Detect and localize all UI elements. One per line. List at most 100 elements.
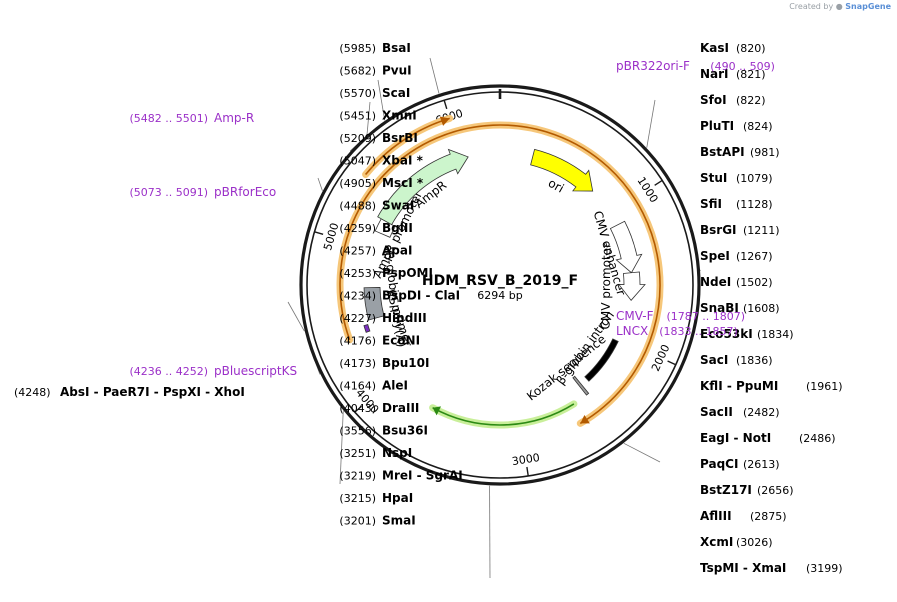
primer-range: (4236 .. 4252): [129, 365, 208, 378]
cut-site-label: (4227)HindIII: [339, 311, 426, 325]
cut-site-position: (4253): [339, 267, 376, 280]
cut-site-position: (4173): [339, 357, 376, 370]
cut-site-label: SacII(2482): [700, 405, 780, 419]
cut-site-position: (820): [736, 42, 766, 55]
cut-site-position: (1267): [736, 250, 773, 263]
cut-site-label: XcmI(3026): [700, 535, 773, 549]
cut-site-label: SacI (1836): [700, 353, 773, 367]
cut-site-label: (3201)SmaI: [339, 514, 415, 528]
primer-range: (490 .. 509): [710, 60, 775, 73]
plasmid-name: HDM_RSV_B_2019_F: [422, 273, 578, 289]
cut-site-position: (3556): [339, 425, 376, 438]
cut-site-label: NarI(821): [700, 67, 766, 81]
cut-site-label: (3251)NspI: [339, 446, 412, 460]
cut-site-label: (4043)DraIII: [339, 401, 419, 415]
cut-site-label: (5451)XmnI: [339, 109, 416, 123]
primer-name: pBRforEco: [214, 185, 276, 199]
cut-site-label: (5209)BsrBI: [339, 131, 417, 145]
cut-site-position: (1128): [736, 198, 773, 211]
cut-site-position: (4905): [339, 177, 376, 190]
cut-site-name: MscI *: [382, 176, 424, 190]
orf-line: [432, 403, 575, 426]
cut-site-position: (981): [750, 146, 780, 159]
plasmid-size: 6294 bp: [477, 289, 522, 302]
cut-site-name: HindIII: [382, 311, 427, 325]
cut-site-label: (4164)AleI: [339, 379, 408, 393]
primer-range: (5073 .. 5091): [129, 186, 208, 199]
primer-label: CMV-F(1787 .. 1807): [616, 309, 745, 323]
cut-site-position: (2482): [743, 406, 780, 419]
cut-site-name: BglII: [382, 221, 413, 235]
cut-site-name: TspMI - XmaI: [700, 561, 786, 575]
cut-site-position: (824): [743, 120, 773, 133]
cut-site-label: (4234)BspDI - ClaI: [339, 289, 460, 303]
orf-line: [364, 117, 450, 176]
cut-site-name: Eco53kI: [700, 327, 753, 341]
credit-brand: SnapGene: [845, 2, 891, 11]
cut-site-name: SfoI: [700, 93, 727, 107]
cut-site-name: SacI: [700, 353, 728, 367]
cut-site-name: StuI: [700, 171, 727, 185]
cut-site-position: (4234): [339, 290, 376, 303]
cut-site-label: (5570)ScaI: [339, 86, 410, 100]
primer-range: (5482 .. 5501): [129, 112, 208, 125]
cut-site-position: (3199): [806, 562, 843, 575]
cut-site-label: SnaBI (1608): [700, 301, 780, 315]
cut-site-position: (1836): [736, 354, 773, 367]
cut-site-label: EagI - NotI (2486): [700, 431, 836, 445]
cut-site-name: PaqCI: [700, 457, 738, 471]
leader-line: [366, 101, 371, 135]
cut-site-label: SfiI(1128): [700, 197, 773, 211]
cut-site-label: KasI(820): [700, 41, 766, 55]
orf-arrowhead: [432, 406, 442, 416]
cut-site-label: (5682)PvuI: [339, 64, 411, 78]
feature-label: CMV promoter: [598, 243, 613, 330]
primer-label: (5482 .. 5501) Amp-R: [129, 111, 254, 125]
cut-site-name: NarI: [700, 67, 729, 81]
cut-site-label: TspMI - XmaI (3199): [700, 561, 843, 575]
cut-site-label: (4259) BglII: [339, 221, 412, 235]
orf-arrowhead: [439, 116, 450, 126]
cut-site-name: DraIII: [382, 401, 419, 415]
tick-label: 3000: [511, 451, 541, 468]
leader-line: [317, 177, 323, 191]
feature-label: ori: [546, 176, 566, 196]
leader-line: [429, 57, 440, 94]
cut-site-position: (5985): [339, 42, 376, 55]
cut-site-name: PluTI: [700, 119, 734, 133]
primer-label: pBR322ori-F(490 .. 509): [616, 59, 775, 73]
cut-site-label: BstAPI(981): [700, 145, 780, 159]
cut-site-label: SfoI(822): [700, 93, 766, 107]
primer-name: Amp-R: [214, 111, 254, 125]
cut-site-name: BsrGI: [700, 223, 737, 237]
primer-range: (1787 .. 1807): [667, 310, 746, 323]
primer-range: (1833 .. 1857): [659, 325, 738, 338]
cut-site-position: (4257): [339, 245, 376, 258]
primer-label: LNCX (1833 .. 1857): [616, 324, 738, 338]
feature-shape: [363, 323, 371, 333]
cut-site-name: XbaI *: [382, 154, 424, 168]
cut-site-label: (4176)EcoNI: [339, 334, 420, 348]
cut-site-position: (3201): [339, 515, 376, 528]
feature-shape: [530, 148, 594, 192]
cut-site-position: (3026): [736, 536, 773, 549]
cut-site-position: (5570): [339, 87, 376, 100]
tick-mark: [443, 100, 448, 110]
cut-site-name: BsrBI: [382, 131, 418, 145]
primer-name: LNCX: [616, 324, 648, 338]
cut-site-name: PspOMI: [382, 266, 433, 280]
cut-site-name: EcoNI: [382, 334, 420, 348]
tick-mark: [314, 231, 324, 235]
cut-site-position: (2486): [799, 432, 836, 445]
cut-site-label: Eco53kI(1834): [700, 327, 794, 341]
cut-site-name: EagI - NotI: [700, 431, 771, 445]
cut-site-position: (4164): [339, 380, 376, 393]
cut-site-position: (1608): [743, 302, 780, 315]
snapgene-logo-icon: ●: [835, 2, 843, 11]
credit-prefix: Created by: [789, 2, 834, 11]
feature-shape: [374, 218, 396, 238]
cut-site-name: SnaBI: [700, 301, 739, 315]
cut-site-name: MreI - SgrAI: [382, 469, 463, 483]
cut-site-position: (4259): [339, 222, 376, 235]
